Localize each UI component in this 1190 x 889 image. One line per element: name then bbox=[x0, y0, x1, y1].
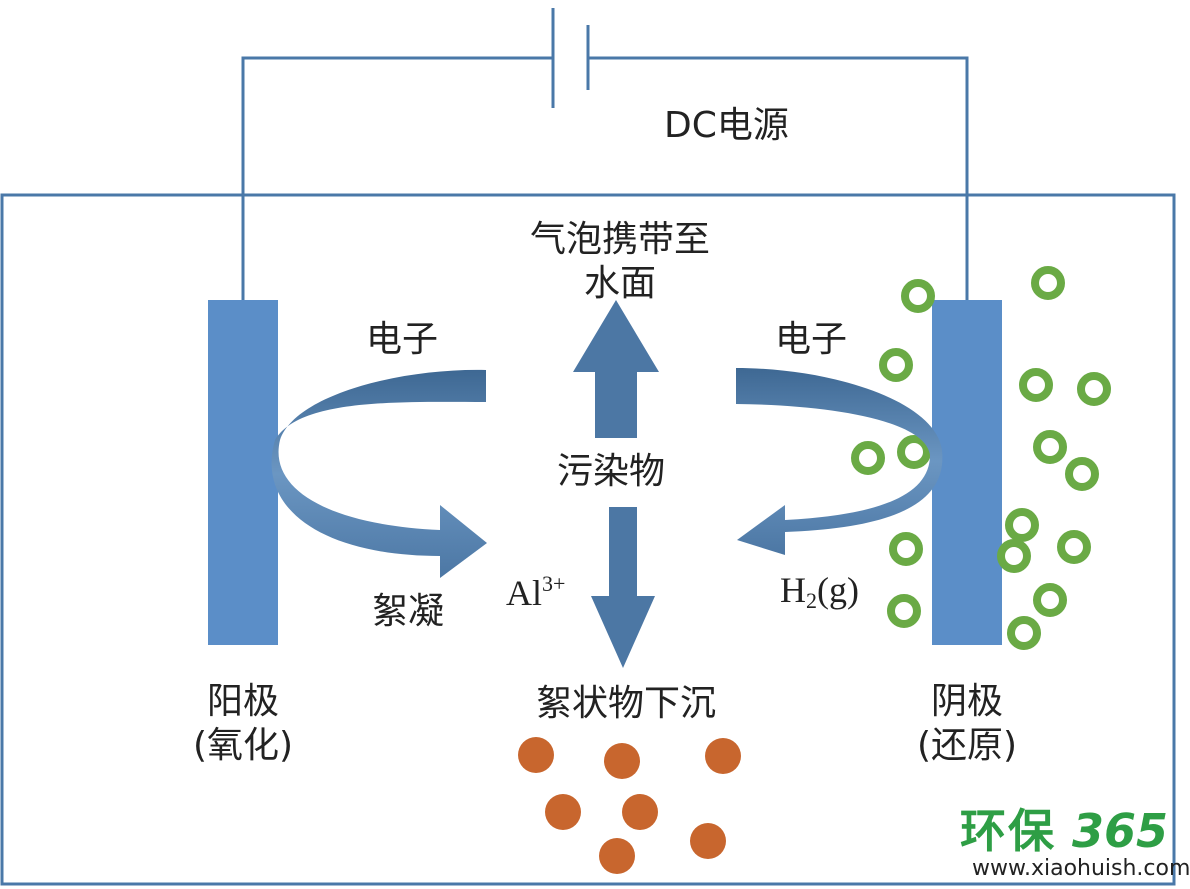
hydrogen-gas-label: H2(g) bbox=[780, 568, 859, 623]
circuit-wire-left bbox=[241, 56, 553, 300]
bubbles-label: 气泡携带至 水面 bbox=[520, 218, 720, 306]
hydrogen-bubble bbox=[1019, 368, 1053, 402]
floc-particle bbox=[518, 737, 554, 773]
hydrogen-bubble bbox=[1031, 266, 1065, 300]
floc-settling-label: 絮状物下沉 bbox=[536, 683, 717, 724]
hydrogen-bubble bbox=[1033, 583, 1067, 617]
anode-electrode bbox=[208, 300, 278, 645]
cathode-label: 阴极 (还原) bbox=[892, 680, 1042, 768]
cathode-electrode bbox=[932, 300, 1002, 645]
cathode-label-line1: 阴极 bbox=[930, 681, 1003, 722]
hydrogen-bubble bbox=[1033, 430, 1067, 464]
floc-particle bbox=[705, 738, 741, 774]
aluminium-ion-charge: 3+ bbox=[542, 571, 566, 596]
floc-particles bbox=[518, 737, 741, 874]
electron-label-right: 电子 bbox=[775, 319, 848, 360]
watermark-brand: 环保 bbox=[960, 804, 1056, 858]
hydrogen-bubble bbox=[1057, 530, 1091, 564]
hydrogen-bubble bbox=[1077, 372, 1111, 406]
floc-particle bbox=[604, 743, 640, 779]
arrow-down bbox=[591, 507, 655, 668]
floc-particle bbox=[599, 838, 635, 874]
hydrogen-gas-subscript: 2 bbox=[806, 588, 817, 613]
bubbles-label-line2: 水面 bbox=[583, 263, 656, 304]
hydrogen-bubble bbox=[851, 441, 885, 475]
dc-power-label: DC电源 bbox=[664, 105, 789, 146]
anode-label-line2: (氧化) bbox=[192, 725, 294, 766]
hydrogen-bubble bbox=[897, 435, 931, 469]
aluminium-ion-base: Al bbox=[506, 573, 542, 613]
watermark-url: www.xiaohuish.com bbox=[972, 856, 1190, 881]
anode-label-line1: 阳极 bbox=[206, 681, 279, 722]
floc-particle bbox=[622, 794, 658, 830]
floc-particle bbox=[545, 794, 581, 830]
circuit-wire-right bbox=[588, 56, 969, 300]
hydrogen-gas-state: (g) bbox=[817, 570, 859, 610]
hydrogen-gas-base: H bbox=[780, 570, 806, 610]
curved-arrow-left bbox=[271, 369, 487, 578]
curved-arrow-right bbox=[736, 368, 943, 555]
floc-particle bbox=[690, 823, 726, 859]
pollutant-label: 污染物 bbox=[557, 451, 666, 492]
aluminium-ion-label: Al3+ bbox=[506, 562, 565, 615]
hydrogen-bubble bbox=[1005, 508, 1039, 542]
water-tank bbox=[0, 193, 1176, 886]
hydrogen-bubble bbox=[879, 348, 913, 382]
cathode-label-line2: (还原) bbox=[916, 725, 1018, 766]
watermark-number: 365 bbox=[1072, 804, 1169, 858]
bubbles-label-line1: 气泡携带至 bbox=[529, 219, 710, 260]
arrow-up bbox=[573, 300, 659, 438]
hydrogen-bubble bbox=[997, 539, 1031, 573]
hydrogen-bubble bbox=[887, 594, 921, 628]
hydrogen-bubbles bbox=[851, 266, 1111, 650]
hydrogen-bubble bbox=[1007, 616, 1041, 650]
flocculation-label: 絮凝 bbox=[372, 591, 445, 632]
hydrogen-bubble bbox=[1065, 457, 1099, 491]
hydrogen-bubble bbox=[889, 532, 923, 566]
hydrogen-bubble bbox=[901, 279, 935, 313]
anode-label: 阳极 (氧化) bbox=[168, 680, 318, 768]
electron-label-left: 电子 bbox=[366, 319, 439, 360]
